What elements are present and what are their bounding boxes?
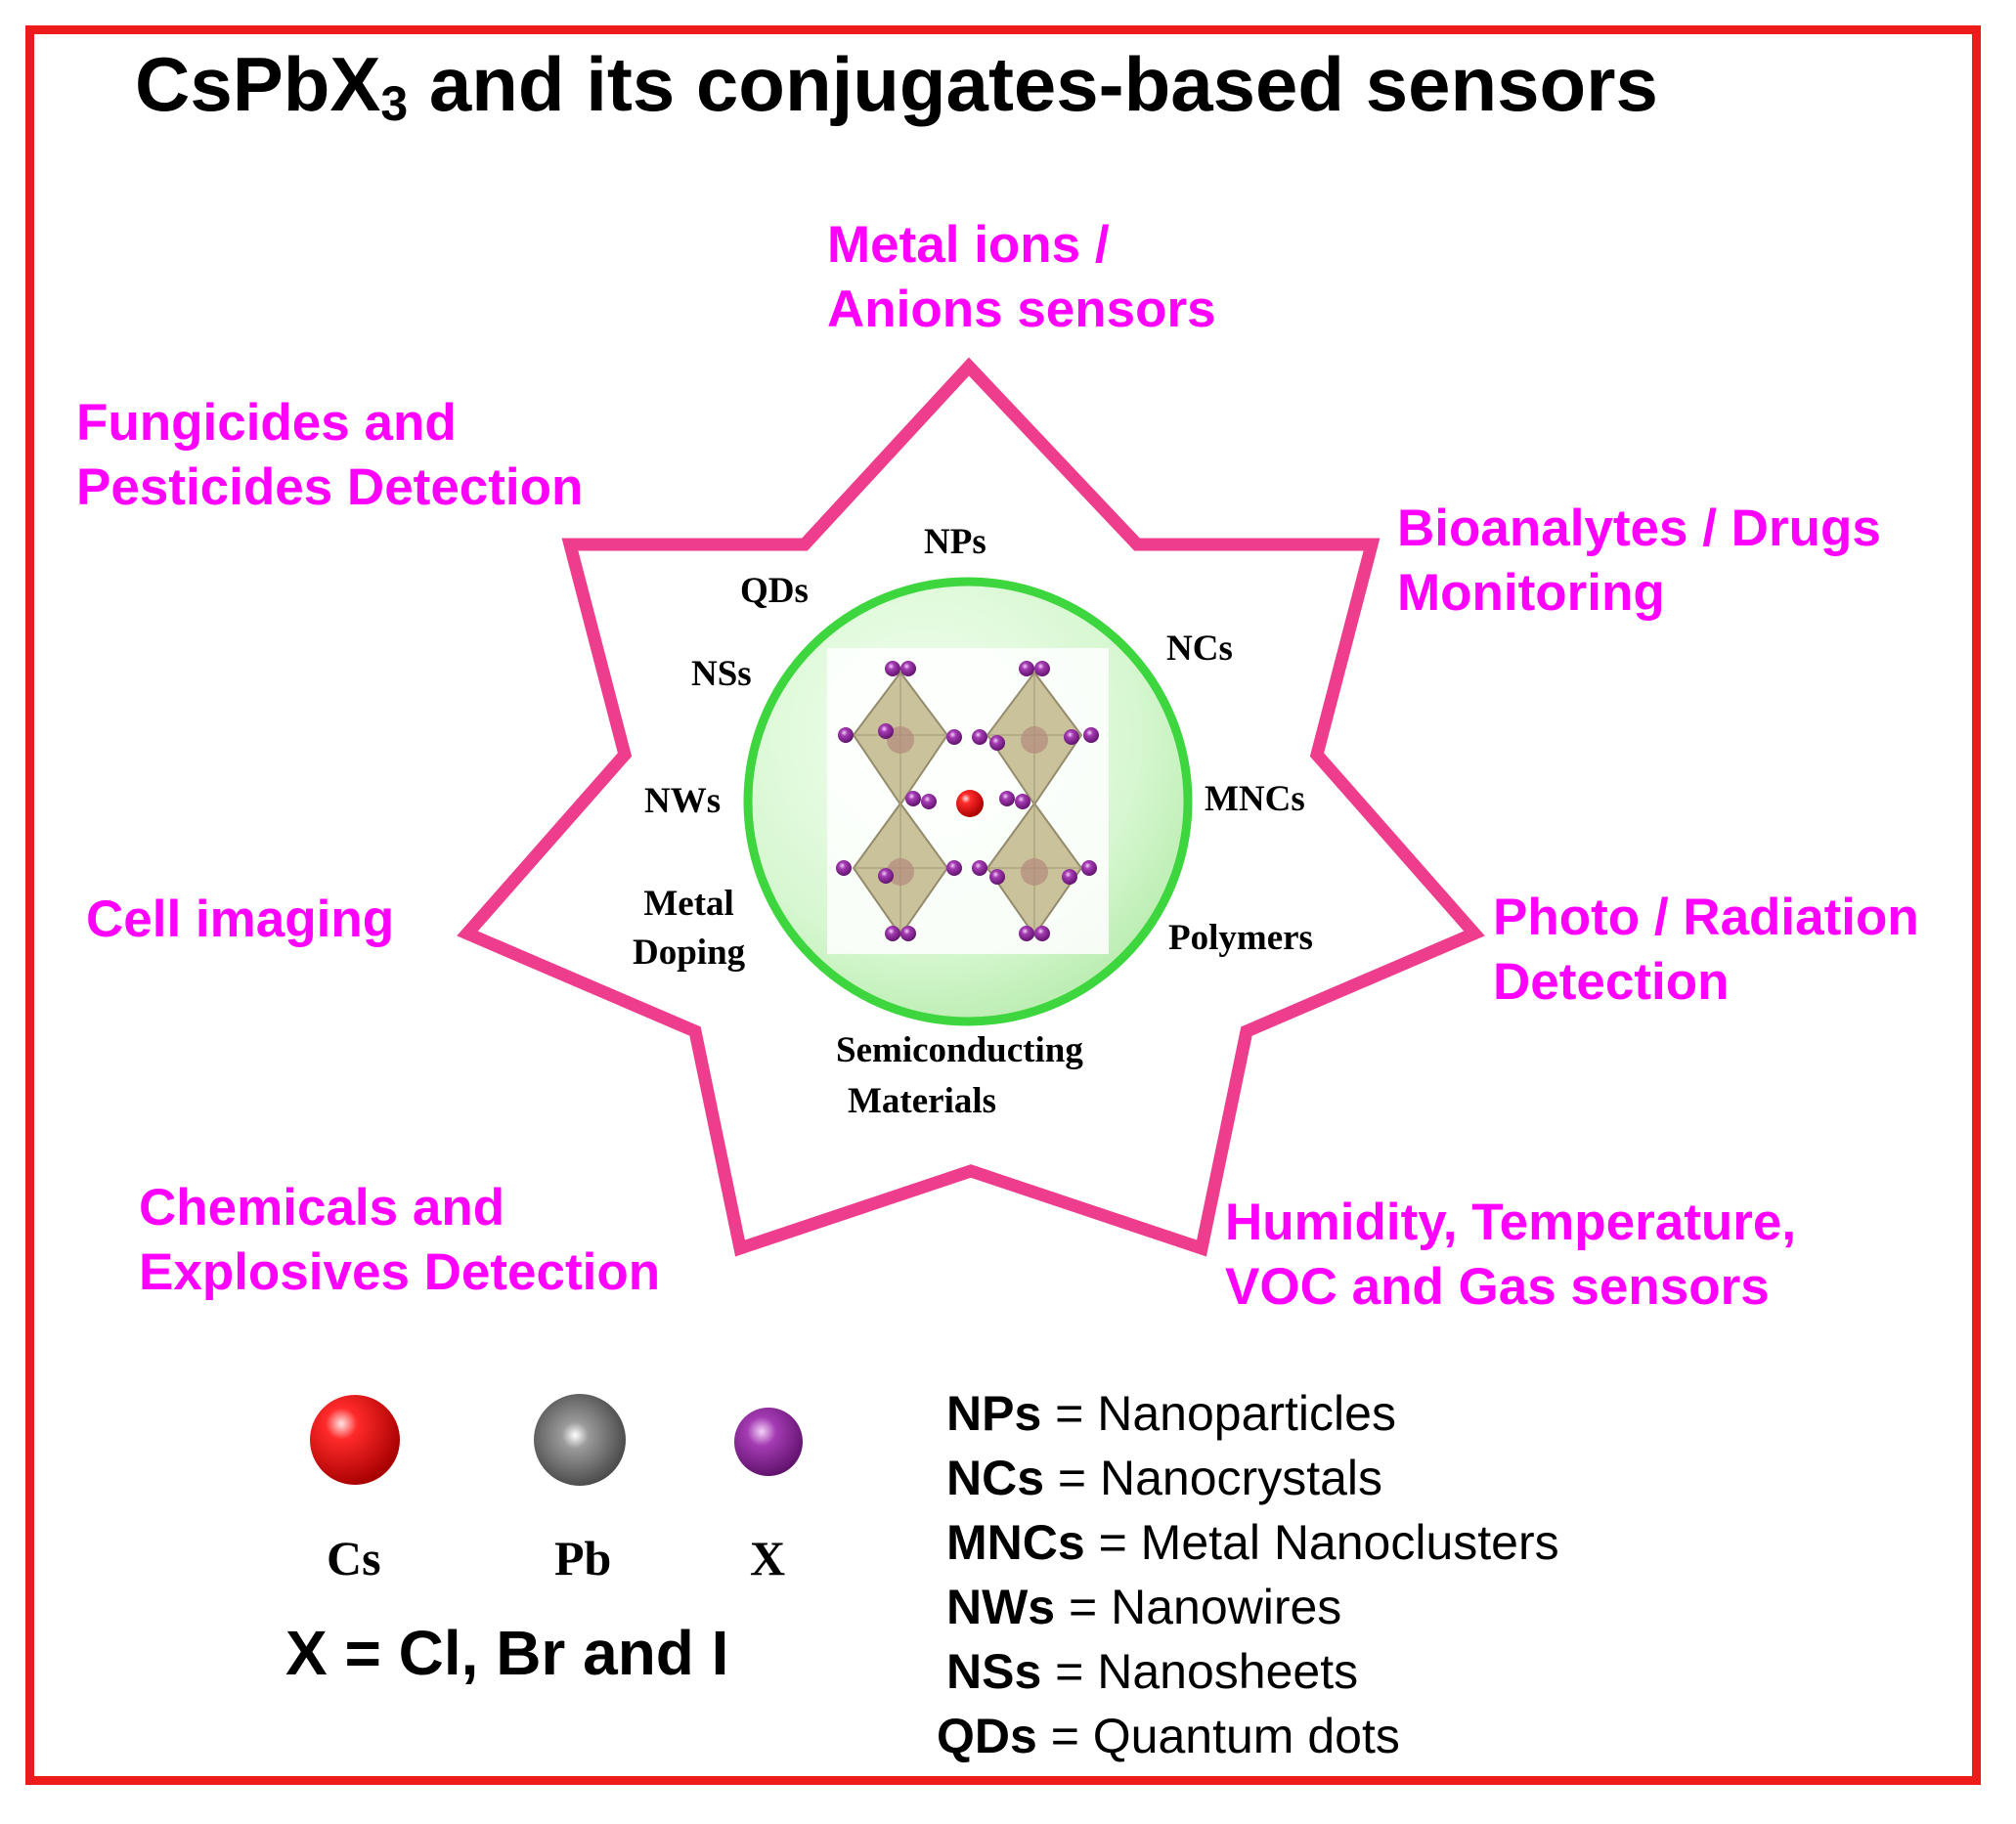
conjugate-label-nss: NSs <box>691 654 752 694</box>
halide-definition: X = Cl, Br and I <box>285 1618 729 1688</box>
app-label-fungicides: Fungicides and Pesticides Detection <box>76 394 584 516</box>
figure-title: CsPbX3 and its conjugates-based sensors <box>135 41 1658 131</box>
cs-sphere-icon <box>310 1395 400 1485</box>
conjugate-label-mncs: MNCs <box>1205 779 1305 819</box>
app-label-bioanalytes: Bioanalytes / Drugs Monitoring <box>1397 499 1881 622</box>
app-label-humidity: Humidity, Temperature, VOC and Gas senso… <box>1225 1194 1797 1316</box>
abbreviation-item: QDs = Quantum dots <box>937 1709 1400 1763</box>
conjugate-label-ncs: NCs <box>1166 629 1233 669</box>
legend-label-cs: Cs <box>327 1531 381 1585</box>
conjugate-label-nps: NPs <box>924 522 986 562</box>
abbreviation-list: NPs = Nanoparticles NCs = Nanocrystals M… <box>937 1381 1559 1768</box>
abbreviation-item: NWs = Nanowires <box>946 1580 1342 1634</box>
pb-sphere-icon <box>534 1394 626 1486</box>
conjugate-label-semiconducting: Semiconducting Materials <box>836 1030 1083 1121</box>
abbreviation-item: NSs = Nanosheets <box>946 1644 1359 1699</box>
perovskite-crystal-structure <box>827 648 1109 954</box>
conjugate-label-nws: NWs <box>644 781 722 821</box>
conjugate-label-polymers: Polymers <box>1168 918 1313 958</box>
legend-label-x: X <box>750 1531 786 1585</box>
app-label-metal-ions: Metal ions / Anions sensors <box>827 216 1216 338</box>
app-label-cell-imaging: Cell imaging <box>86 890 395 948</box>
conjugate-label-qds: QDs <box>740 571 809 611</box>
app-label-chemicals: Chemicals and Explosives Detection <box>139 1179 661 1301</box>
abbreviation-item: NPs = Nanoparticles <box>946 1386 1396 1441</box>
conjugate-label-metal-doping: Metal Doping <box>633 884 746 973</box>
app-label-photo-radiation: Photo / Radiation Detection <box>1493 889 1919 1011</box>
cesium-atom-center <box>956 790 984 817</box>
x-sphere-icon <box>734 1408 803 1476</box>
abbreviation-item: NCs = Nanocrystals <box>946 1451 1383 1505</box>
legend-label-pb: Pb <box>554 1531 612 1585</box>
abbreviation-item: MNCs = Metal Nanoclusters <box>946 1515 1559 1570</box>
